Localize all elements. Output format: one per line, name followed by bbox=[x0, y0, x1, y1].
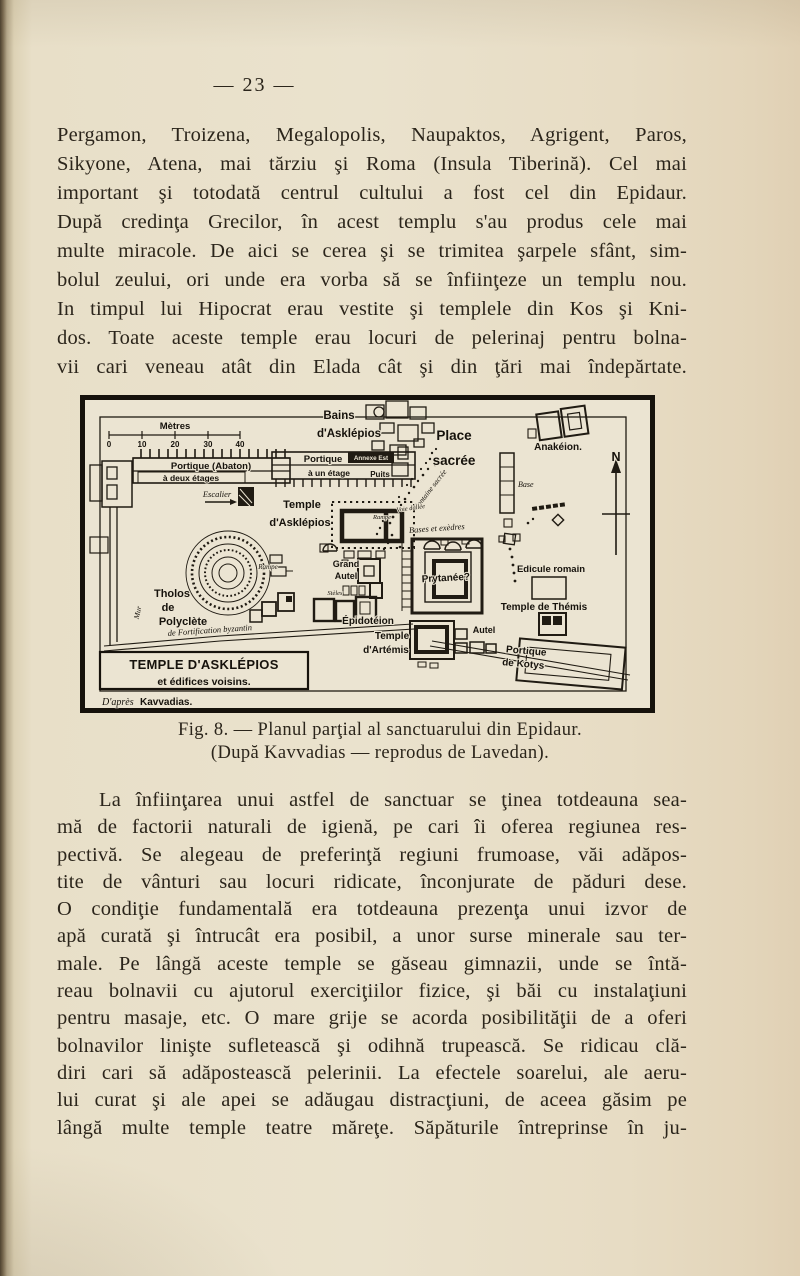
map-scale-tick: 40 bbox=[236, 440, 245, 449]
map-label-grand: Grand bbox=[333, 559, 360, 569]
map-label-anakeion: Anakéion. bbox=[534, 442, 582, 453]
body-line: dos. Toate aceste temple erau locuri de … bbox=[57, 327, 687, 349]
map-subtitle: et édifices voisins. bbox=[157, 676, 250, 688]
body-line: La înfiinţarea unui astfel de sanctuar s… bbox=[99, 789, 687, 811]
map-scale-tick: 30 bbox=[204, 440, 213, 449]
body-line: mă de factorii naturali de igienă, pe ca… bbox=[57, 816, 687, 839]
body-line: multe miracole. De aici se cerea şi se t… bbox=[57, 240, 687, 262]
map-label-portique-kotys-2: de Kotys bbox=[502, 657, 545, 672]
body-line: In timpul lui Hipocrat erau vestite şi t… bbox=[57, 298, 687, 320]
body-line: lângă multe temple teatre măreţe. Săpătu… bbox=[57, 1116, 687, 1139]
map-labels: Mètres 0 10 20 30 40 Portique (Abaton) à… bbox=[100, 409, 621, 709]
map-label-base: Base bbox=[518, 480, 534, 489]
map-label-un-etage: à un étage bbox=[308, 468, 350, 478]
map-label-temple-asklepios-2: d'Asklépios bbox=[269, 517, 330, 529]
map-label-epidoteion: Épidotéion bbox=[342, 614, 394, 627]
map-label-escalier: Escalier bbox=[202, 489, 232, 499]
map-border bbox=[99, 416, 627, 692]
map-label-autel-artemis: Autel bbox=[473, 625, 496, 635]
map-label-metres: Mètres bbox=[160, 421, 191, 432]
page-number: — 23 — bbox=[213, 74, 296, 96]
map-scale-tick: 10 bbox=[138, 440, 147, 449]
body-line: Sikyone, Atena, mai tărziu şi Roma (Insu… bbox=[57, 153, 687, 175]
epidaurus-map-svg: Mètres 0 10 20 30 40 Portique (Abaton) à… bbox=[80, 395, 655, 713]
map-label-portique2: Portique bbox=[304, 454, 343, 465]
body-line: lui curat şi ale apei se adăugau distrac… bbox=[57, 1089, 687, 1112]
map-label-rampe-temple: Rampe bbox=[372, 514, 391, 521]
body-line: Pergamon, Troizena, Megalopolis, Naupakt… bbox=[57, 124, 687, 146]
map-label-puits: Puits bbox=[370, 470, 390, 479]
body-line: bolnavilor linişte sufletească şi odihnă… bbox=[57, 1034, 687, 1057]
figure-epidaurus-plan: Mètres 0 10 20 30 40 Portique (Abaton) à… bbox=[80, 395, 655, 713]
map-label-grand-autel: Autel bbox=[335, 571, 358, 581]
body-line: male. Pe lângă aceste temple se găseau g… bbox=[57, 952, 687, 975]
map-label-mur: Mur bbox=[132, 605, 144, 621]
figure-caption: Fig. 8. — Planul parţial al sanctuarului… bbox=[75, 719, 685, 765]
map-credit-dapres: D'après bbox=[101, 697, 134, 708]
map-label-tholos: Tholos bbox=[154, 588, 190, 600]
body-line: diri cari să adăpostească pelerinii. La … bbox=[57, 1061, 687, 1084]
body-line: reau bolnavii cu ajutorul exerciţiilor f… bbox=[57, 980, 687, 1003]
map-label-tholos-de: de bbox=[162, 602, 175, 614]
map-label-prytanee: Prytanée? bbox=[421, 572, 470, 586]
map-label-rampe-tholos: Rampe bbox=[257, 563, 277, 571]
map-linework bbox=[89, 400, 631, 691]
map-credit-kavvadias: Kavvadias. bbox=[140, 697, 192, 708]
map-label-annexe-est: Annexe Est bbox=[354, 455, 389, 462]
body-line: apă curată şi întrucât era posibil, a un… bbox=[57, 925, 687, 948]
body-line: important şi totodată centrul cultului a… bbox=[57, 182, 687, 204]
figure-caption-line-1: Fig. 8. — Planul parţial al sanctuarului… bbox=[178, 720, 582, 740]
map-label-bains: Bains bbox=[323, 410, 354, 422]
figure-caption-line-2: (După Kavvadias — reprodus de Lavedan). bbox=[210, 743, 550, 763]
map-label-temple-asklepios: Temple bbox=[283, 499, 321, 511]
paragraph-1: Pergamon, Troizena, Megalopolis, Naupakt… bbox=[57, 121, 687, 382]
body-line: bolul zeului, ori unde era vorba să se î… bbox=[57, 269, 687, 291]
body-line: vii cari veneau atât din Elada cât şi di… bbox=[57, 356, 687, 378]
body-line: O condiţie fundamentală era totdeauna pr… bbox=[57, 898, 687, 921]
map-label-bases-exedres: Bases et exèdres bbox=[409, 521, 466, 535]
map-title-box bbox=[98, 650, 310, 691]
body-line: După credinţa Grecilor, în acest templu … bbox=[57, 211, 687, 233]
body-line: tite de vânturi sau locuri ridicate, înc… bbox=[57, 870, 687, 893]
map-label-steles: Stèles bbox=[327, 590, 343, 597]
map-scale-tick: 20 bbox=[171, 440, 180, 449]
map-scale-tick: 0 bbox=[107, 440, 112, 449]
map-fills bbox=[230, 447, 621, 625]
map-label-edicule-romain: Edicule romain bbox=[517, 564, 585, 575]
map-label-deux-etages: à deux étages bbox=[163, 473, 219, 483]
map-label-north: N bbox=[611, 450, 620, 464]
body-line: pectivă. Se alegeau de preferinţă regiun… bbox=[57, 843, 687, 866]
map-label-portique-abaton: Portique (Abaton) bbox=[171, 461, 251, 472]
body-line: pentru masaje, etc. O mare grije se acor… bbox=[57, 1007, 687, 1030]
map-label-temple-artemis-2: d'Artémis bbox=[363, 645, 409, 656]
paragraph-2: La înfiinţarea unui astfel de sanctuar s… bbox=[57, 787, 687, 1142]
map-label-polyclete: Polyclète bbox=[159, 616, 207, 628]
map-label-temple-artemis: Temple bbox=[375, 631, 410, 642]
map-title: TEMPLE D'ASKLÉPIOS bbox=[129, 657, 278, 672]
map-label-bains-2: d'Asklépios bbox=[317, 428, 381, 440]
map-label-place: Place bbox=[436, 428, 472, 443]
map-label-temple-themis: Temple de Thémis bbox=[501, 602, 588, 613]
map-label-sacree: sacrée bbox=[433, 453, 476, 468]
map-label-portique-kotys: Portique bbox=[506, 644, 548, 659]
figure-frame bbox=[80, 395, 655, 713]
